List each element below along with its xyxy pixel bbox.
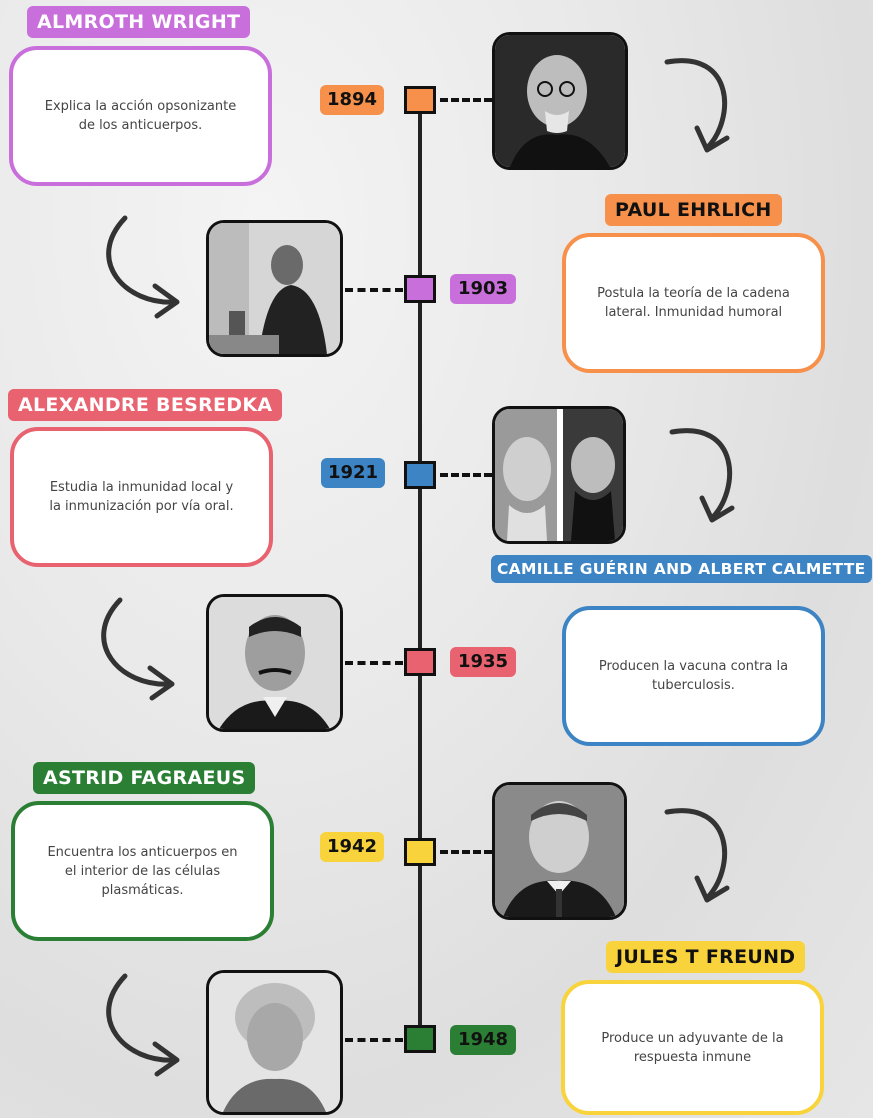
portrait-alexandre-besredka [206,594,343,732]
portrait-almroth-wright [206,220,343,357]
description-text: Estudia la inmunidad local y la inmuniza… [49,480,234,514]
description-text: Encuentra los anticuerpos en el interior… [47,844,238,898]
description-text: Explica la acción opsonizante de los ant… [44,99,237,133]
connector-dash [440,473,492,477]
timeline-node-1942 [404,838,436,866]
portrait-icon [209,973,340,1112]
name-label-jules-freund: JULES T FREUND [606,941,806,973]
description-box-jules-freund: Produce un adyuvante de la respuesta inm… [561,980,824,1115]
timeline-node-1921 [404,461,436,489]
description-text: Postula la teoría de la cadena lateral. … [597,286,790,320]
portrait-icon [495,35,625,167]
timeline-node-1894 [404,86,436,114]
curved-arrow-icon [101,597,175,701]
description-box-guerin-calmette: Producen la vacuna contra la tuberculosi… [562,606,825,746]
description-box-paul-ehrlich: Postula la teoría de la cadena lateral. … [562,233,825,373]
name-label-paul-ehrlich: PAUL EHRLICH [605,194,782,226]
connector-dash [440,98,492,102]
description-box-almroth-wright: Explica la acción opsonizante de los ant… [9,46,272,186]
portrait-icon [495,785,624,917]
name-label-guerin-calmette: CAMILLE GUÉRIN AND ALBERT CALMETTE [491,555,872,583]
name-label-alexandre-besredka: ALEXANDRE BESREDKA [8,389,283,421]
name-label-almroth-wright: ALMROTH WRIGHT [27,6,251,38]
portrait-icon [495,409,623,541]
year-label-1935: 1935 [450,647,516,677]
curved-arrow-icon [669,428,735,523]
portrait-guerin-calmette [492,406,626,544]
portrait-jules-freund [492,782,627,920]
curved-arrow-icon [664,808,730,903]
portrait-icon [209,223,340,354]
timeline-node-1903 [404,275,436,303]
curved-arrow-icon [106,215,180,319]
timeline-node-1948 [404,1025,436,1053]
description-text: Producen la vacuna contra la tuberculosi… [598,659,789,693]
portrait-icon [209,597,340,729]
connector-dash [345,288,403,292]
connector-dash [345,661,403,665]
description-box-alexandre-besredka: Estudia la inmunidad local y la inmuniza… [10,427,273,567]
description-text: Produce un adyuvante de la respuesta inm… [601,1030,784,1065]
description-box-astrid-fagraeus: Encuentra los anticuerpos en el interior… [11,801,274,941]
portrait-paul-ehrlich [492,32,628,170]
year-label-1894: 1894 [320,85,384,115]
year-label-1903: 1903 [450,274,516,304]
connector-dash [345,1038,403,1042]
name-label-astrid-fagraeus: ASTRID FAGRAEUS [33,762,256,794]
timeline-line [418,98,422,1035]
curved-arrow-icon [106,973,180,1077]
year-label-1942: 1942 [320,832,384,862]
year-label-1921: 1921 [321,458,385,488]
connector-dash [440,850,492,854]
portrait-astrid-fagraeus [206,970,343,1115]
year-label-1948: 1948 [450,1025,516,1055]
timeline-node-1935 [404,648,436,676]
curved-arrow-icon [664,58,730,153]
